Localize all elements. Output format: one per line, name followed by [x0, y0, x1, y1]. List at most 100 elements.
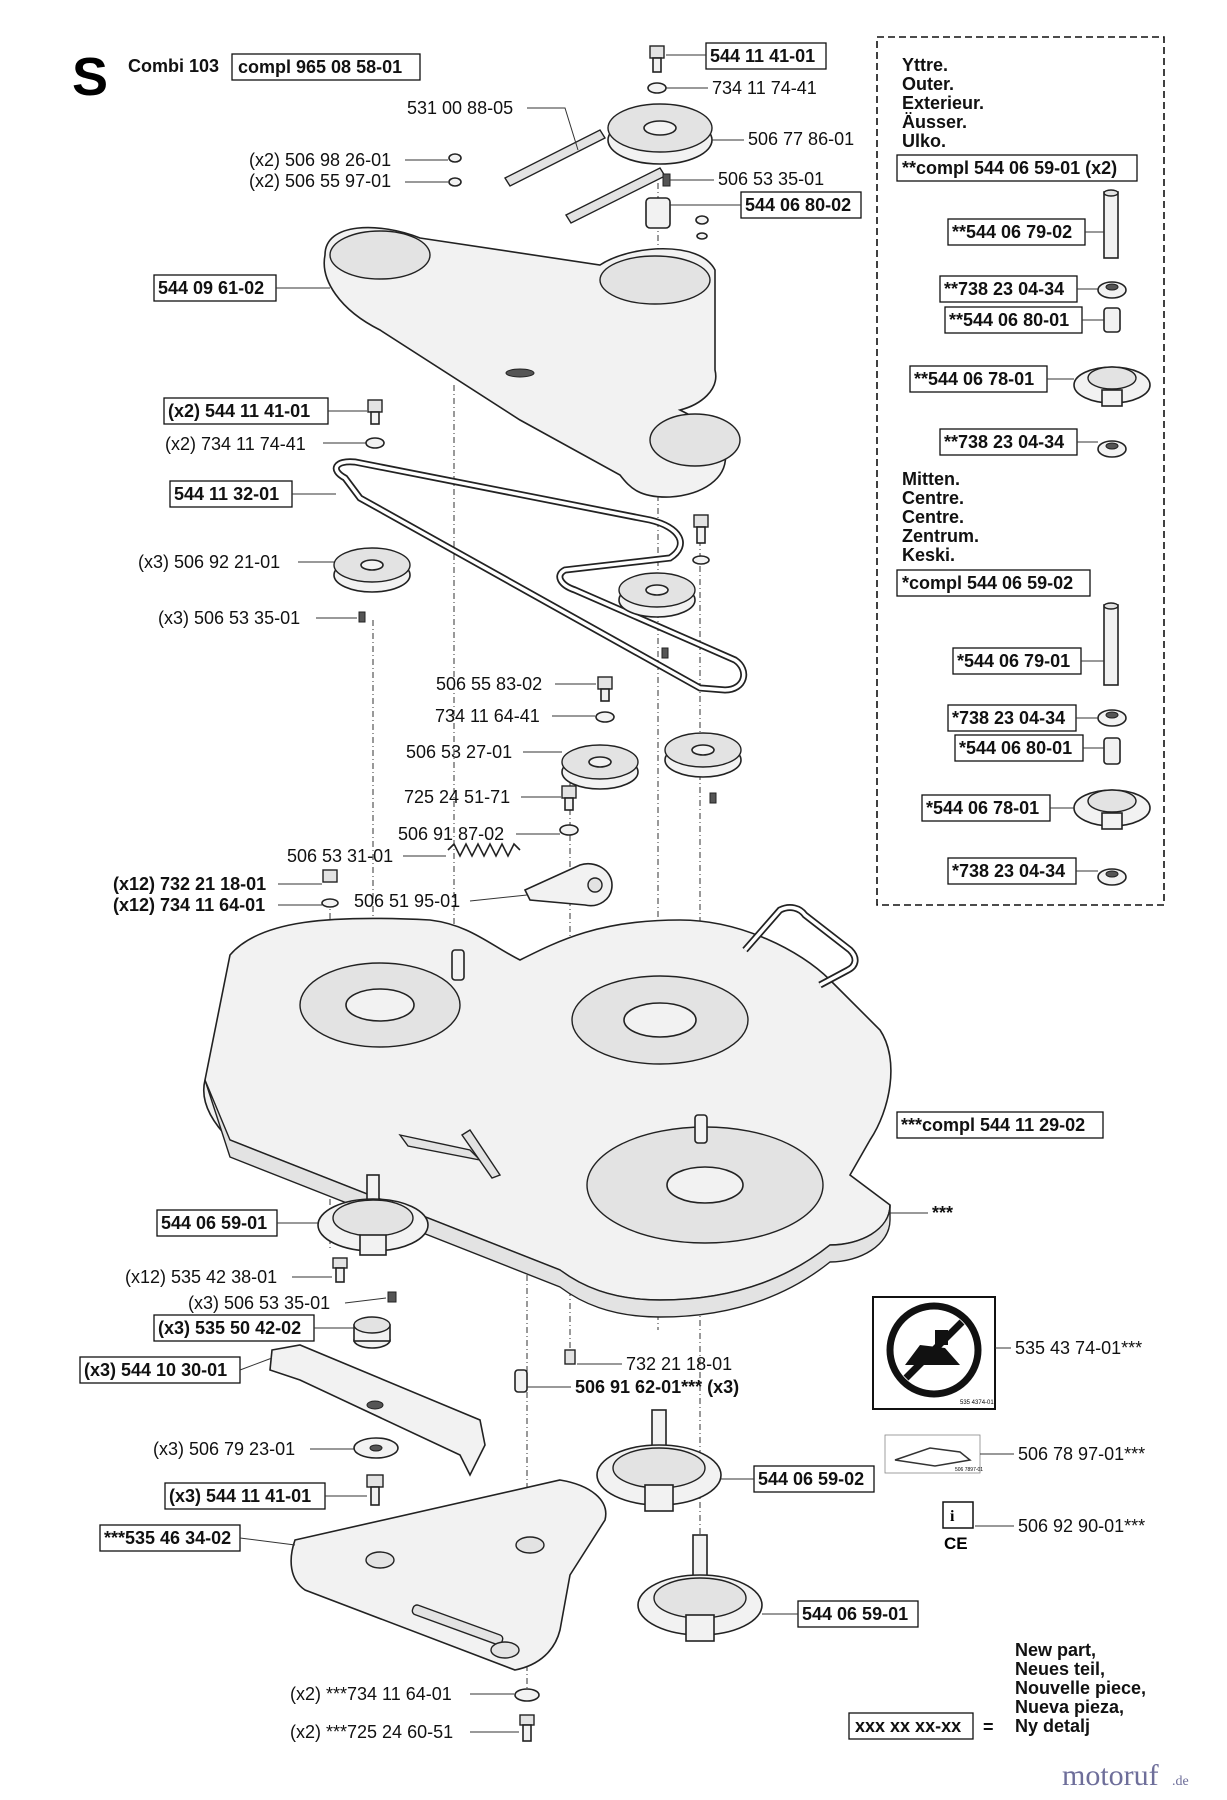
key-icon: [662, 173, 671, 187]
legend-code: xxx xx xx-xx: [855, 1716, 961, 1736]
bolt-icon: [692, 514, 710, 565]
blade-spacer-icon: [353, 1316, 391, 1349]
callout-x12-535-42-38-01: (x12) 535 42 38-01: [125, 1267, 277, 1287]
outer-heading-5: Ulko.: [902, 131, 946, 151]
info-glyph: i: [950, 1508, 955, 1525]
deck-logo-icon: [461, 1129, 502, 1179]
compl-box: [231, 53, 421, 81]
callout-x2-544-11-41-01: (x2) 544 11 41-01: [168, 401, 310, 421]
outer-heading-2: Outer.: [902, 74, 954, 94]
outer-part-3: **544 06 80-01: [949, 310, 1069, 330]
idler-pulley-icon: [333, 547, 411, 593]
nut-icon: [564, 1349, 576, 1365]
key-icon: [387, 1291, 397, 1303]
model-name: Combi 103: [128, 56, 219, 76]
part-callouts: 544 11 41-01 734 11 74-41 531 00 88-05 5…: [79, 42, 1145, 1742]
belt-strip-icon: [504, 129, 606, 187]
callout-x3-544-10-30-01: (x3) 544 10 30-01: [84, 1360, 227, 1380]
callout-506-78-97-01: 506 78 97-01***: [1018, 1444, 1145, 1464]
centre-part-4: *544 06 78-01: [926, 798, 1039, 818]
tractor-rider-icon: [905, 1330, 960, 1365]
legend-line-1: New part,: [1015, 1640, 1096, 1660]
drive-belt-inner: [334, 460, 746, 692]
inset-shaft-icon: [1103, 189, 1119, 259]
callout-506-77-86-01: 506 77 86-01: [748, 129, 854, 149]
callout-544-06-59-01-left: 544 06 59-01: [161, 1213, 267, 1233]
screw-icon: [519, 1714, 535, 1742]
callout-506-91-62-01-text: 506 91 62-01*** (x3): [575, 1377, 739, 1397]
spindle-breakdown-panel: [876, 36, 1165, 906]
callout-506-55-97-01: (x2) 506 55 97-01: [249, 171, 391, 191]
callout-506-51-95-01: 506 51 95-01: [354, 891, 460, 911]
callout-535-46-34-02: ***535 46 34-02: [104, 1528, 231, 1548]
outer-heading-1: Yttre.: [902, 55, 948, 75]
callout-x2-734-11-74-41: (x2) 734 11 74-41: [165, 434, 306, 454]
callout-506-91-87-02: 506 91 87-02: [398, 824, 504, 844]
centre-part-1: *544 06 79-01: [957, 651, 1070, 671]
spindle-hole-icon: [666, 1166, 744, 1204]
compl-label: compl 965 08 58-01: [238, 57, 402, 77]
mower-blade-icon: [269, 1344, 486, 1477]
cover-slot-icon: [505, 368, 535, 378]
cover-boss-icon: [365, 1536, 545, 1659]
centre-heading-3: Centre.: [902, 507, 964, 527]
callout-544-06-59-01-right: 544 06 59-01: [802, 1604, 908, 1624]
watermark-tld: .de: [1172, 1774, 1189, 1789]
callout-506-53-31-01: 506 53 31-01: [287, 846, 393, 866]
blade-bolt-icon: [366, 1474, 384, 1506]
washer-icon: [514, 1688, 540, 1702]
callout-544-11-32-01: 544 11 32-01: [174, 484, 279, 504]
centre-compl-box: [896, 569, 1091, 597]
inset-bearing-icon: [1097, 868, 1127, 886]
spacer-icon: [645, 197, 671, 229]
callout-x12-734-11-64-01: (x12) 734 11 64-01: [113, 895, 265, 915]
callout-506-98-26-01: (x2) 506 98 26-01: [249, 150, 391, 170]
key-icon: [358, 611, 366, 623]
outer-heading-4: Äusser.: [902, 112, 967, 132]
outer-compl-label: **compl 544 06 59-01 (x2): [902, 158, 1117, 178]
inset-spacer-icon: [1103, 307, 1121, 333]
inset-shaft-icon: [1103, 602, 1119, 686]
belt-decal-code: 506 7897-01: [955, 1467, 983, 1473]
callout-506-53-27-01: 506 53 27-01: [406, 742, 512, 762]
callout-531-00-88-05: 531 00 88-05: [407, 98, 513, 118]
callout-x2-734-11-64-01: (x2) ***734 11 64-01: [290, 1684, 452, 1704]
centre-part-2: *738 23 04-34: [952, 708, 1065, 728]
key-icon: [661, 647, 669, 659]
callout-x3-506-92-21-01: (x3) 506 92 21-01: [138, 552, 280, 572]
outer-compl-box: [896, 154, 1138, 182]
callout-544-09-61-02: 544 09 61-02: [158, 278, 264, 298]
nut-icon: [321, 869, 339, 908]
deck-handle-inner: [743, 905, 857, 987]
screw-icon: [448, 153, 709, 240]
outer-heading-3: Exterieur.: [902, 93, 984, 113]
deck-pin-icon: [694, 1114, 708, 1144]
pulley-icon: [664, 732, 742, 778]
inset-spacer-icon: [1103, 737, 1121, 765]
callout-544-06-59-02: 544 06 59-02: [758, 1469, 864, 1489]
legend-line-2: Neues teil,: [1015, 1659, 1105, 1679]
inset-bearing-icon: [1097, 709, 1127, 727]
callout-506-92-90-01: 506 92 90-01***: [1018, 1516, 1145, 1536]
centre-heading-2: Centre.: [902, 488, 964, 508]
inset-housing-icon: [1073, 789, 1151, 830]
belt-routing-decal: [884, 1434, 981, 1474]
blade-washer-icon: [353, 1437, 399, 1459]
centre-heading-5: Keski.: [902, 545, 955, 565]
outer-part-4: **544 06 78-01: [914, 369, 1034, 389]
bottom-cover-icon: [290, 1479, 607, 1671]
cover-opening-icon: [599, 255, 711, 305]
manual-book-icon: [942, 1501, 974, 1529]
callout-x3-506-53-35-01-lower: (x3) 506 53 35-01: [188, 1293, 330, 1313]
blade-hole-icon: [366, 1400, 384, 1410]
outer-part-5: **738 23 04-34: [944, 432, 1064, 452]
centre-heading-1: Mitten.: [902, 469, 960, 489]
top-bolt-icon: [647, 45, 667, 94]
inset-bearing-icon: [1097, 440, 1127, 458]
bolt-icon: [559, 785, 579, 836]
callout-725-24-51-71: 725 24 51-71: [404, 787, 510, 807]
outer-part-1: **544 06 79-02: [952, 222, 1072, 242]
upper-pulley-icon: [607, 103, 713, 165]
callout-x3-544-11-41-01: (x3) 544 11 41-01: [169, 1486, 311, 1506]
callout-506-53-35-01: 506 53 35-01: [718, 169, 824, 189]
